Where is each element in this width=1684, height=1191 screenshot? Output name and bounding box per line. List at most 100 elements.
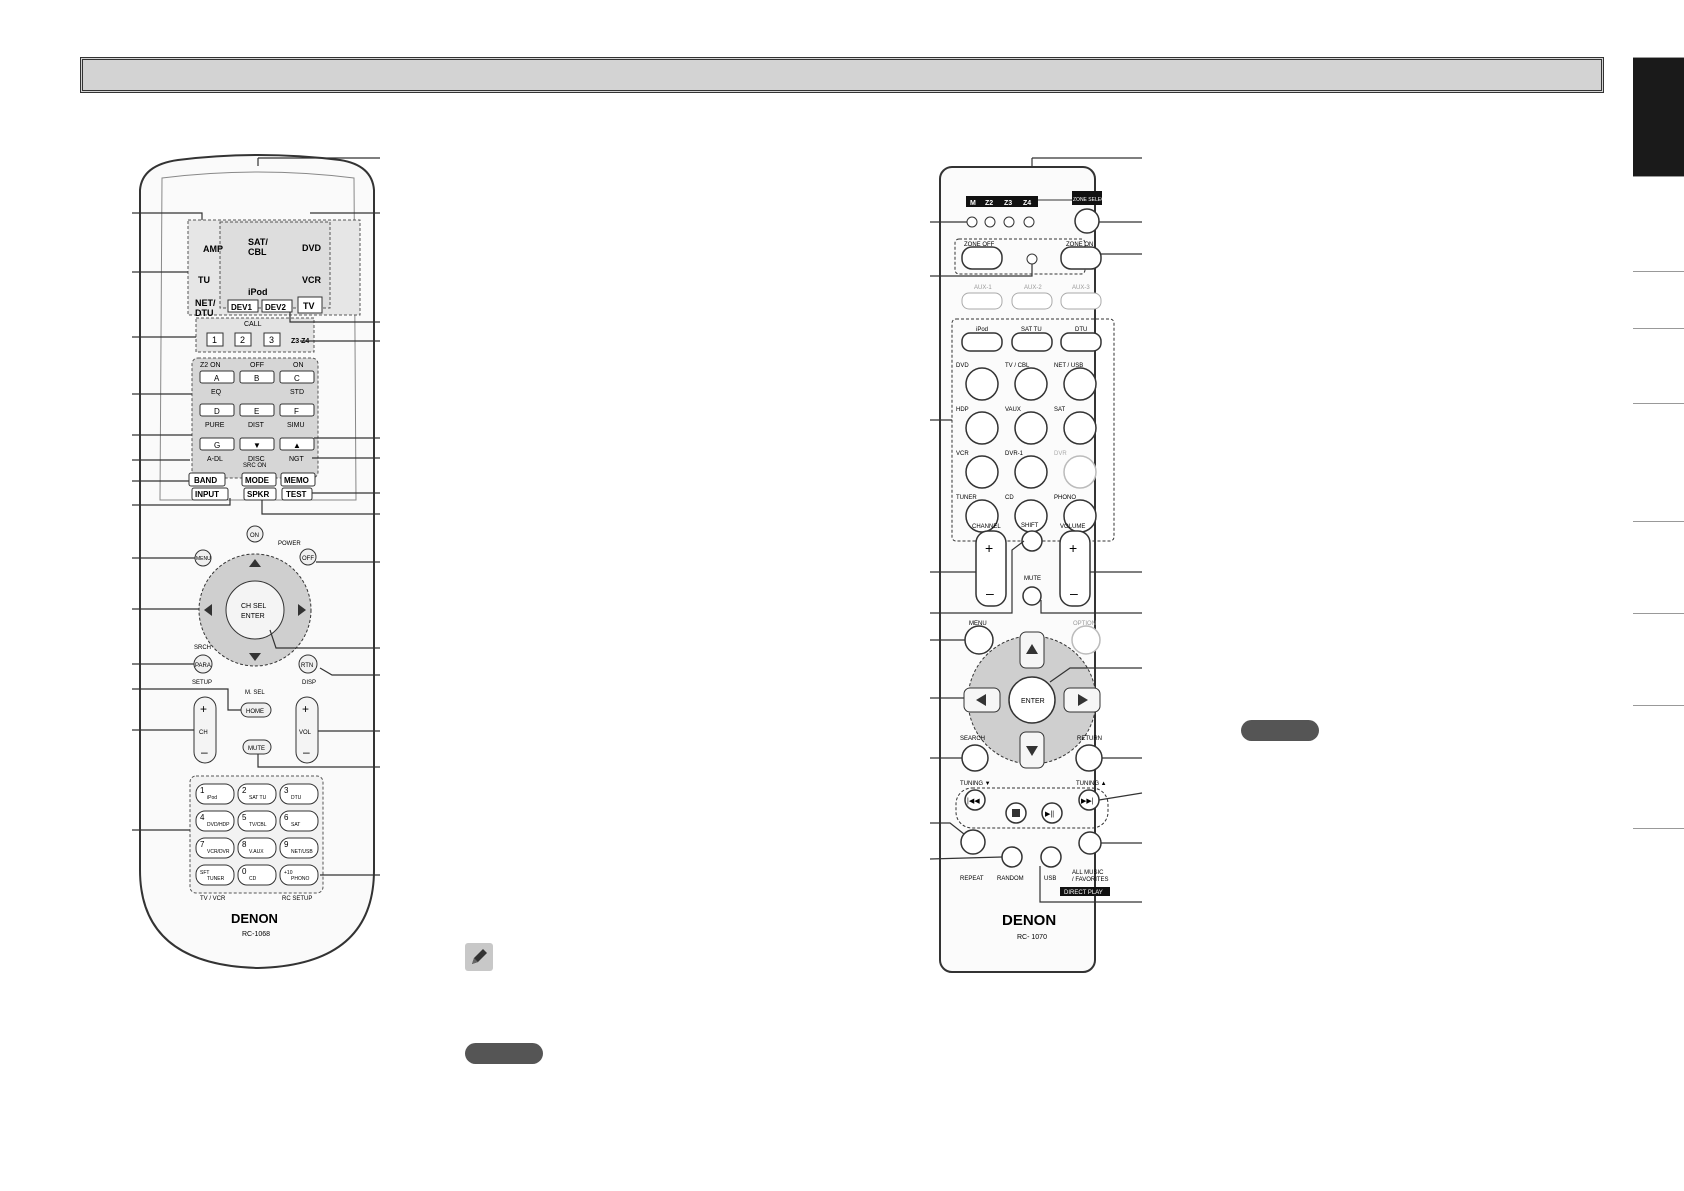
btn-zone-off[interactable]: ZONE OFF bbox=[964, 242, 995, 248]
dpad-right-icon[interactable] bbox=[1078, 694, 1088, 706]
vol-minus[interactable]: – bbox=[303, 745, 310, 759]
btn-random-circle[interactable] bbox=[1001, 846, 1023, 868]
channel-minus[interactable]: – bbox=[986, 585, 994, 601]
btn-mute[interactable]: MUTE bbox=[248, 746, 265, 752]
side-tab-6[interactable] bbox=[1633, 521, 1684, 613]
ch-plus[interactable]: + bbox=[200, 702, 207, 716]
src-dev1[interactable]: DEV1 bbox=[231, 303, 252, 312]
btn-power-off[interactable]: OFF bbox=[302, 556, 314, 562]
dpad-up-icon[interactable] bbox=[1026, 644, 1038, 654]
btn-menu[interactable]: MENU bbox=[196, 556, 211, 562]
btn-band[interactable]: BAND bbox=[194, 476, 217, 485]
btn-play-pause[interactable] bbox=[1041, 802, 1063, 824]
side-tab-8[interactable] bbox=[1633, 705, 1684, 828]
btn-aux2[interactable]: AUX-2 bbox=[1024, 285, 1042, 291]
btn-aux1[interactable]: AUX-1 bbox=[974, 285, 992, 291]
source-button[interactable] bbox=[1014, 367, 1048, 401]
channel-plus[interactable]: + bbox=[985, 540, 993, 556]
src-dvd[interactable]: DVD bbox=[302, 243, 322, 253]
dpad-left-icon[interactable] bbox=[976, 694, 986, 706]
side-tab-3[interactable] bbox=[1633, 271, 1684, 328]
side-tab-2[interactable] bbox=[1633, 176, 1684, 271]
btn-zone-on[interactable]: ZONE ON bbox=[1066, 242, 1093, 248]
btn-all-music-circle[interactable] bbox=[1078, 831, 1102, 855]
src-dtu[interactable]: DTU bbox=[195, 308, 214, 318]
dpad-down-icon[interactable] bbox=[249, 653, 261, 661]
num-button[interactable] bbox=[279, 837, 319, 859]
btn-usb-circle[interactable] bbox=[1040, 846, 1062, 868]
btn-up[interactable]: ▲ bbox=[293, 441, 301, 450]
btn-ipod[interactable]: iPod bbox=[976, 327, 988, 333]
call-3[interactable]: 3 bbox=[269, 335, 274, 345]
num-button[interactable] bbox=[237, 837, 277, 859]
btn-shift[interactable]: SHIFT bbox=[1021, 523, 1039, 529]
num-button[interactable] bbox=[237, 783, 277, 805]
source-button[interactable] bbox=[1063, 455, 1097, 489]
src-dev2[interactable]: DEV2 bbox=[265, 303, 286, 312]
btn-aux3[interactable]: AUX-3 bbox=[1072, 285, 1090, 291]
btn-a[interactable]: A bbox=[214, 374, 220, 383]
btn-f[interactable]: F bbox=[294, 407, 299, 416]
src-sat[interactable]: SAT/ bbox=[248, 237, 268, 247]
call-1[interactable]: 1 bbox=[212, 335, 217, 345]
source-button[interactable] bbox=[965, 455, 999, 489]
btn-down[interactable]: ▼ bbox=[253, 441, 261, 450]
src-cbl[interactable]: CBL bbox=[248, 247, 267, 257]
num-button[interactable] bbox=[279, 864, 319, 886]
dpad-up-icon[interactable] bbox=[249, 559, 261, 567]
dpad-left-icon[interactable] bbox=[204, 604, 212, 616]
side-tab-4[interactable] bbox=[1633, 328, 1684, 403]
btn-b[interactable]: B bbox=[254, 374, 259, 383]
btn-input[interactable]: INPUT bbox=[195, 490, 219, 499]
src-ipod[interactable]: iPod bbox=[248, 287, 268, 297]
btn-enter[interactable]: ENTER bbox=[1021, 698, 1045, 705]
side-tab-7[interactable] bbox=[1633, 613, 1684, 705]
src-tv[interactable]: TV bbox=[303, 301, 315, 311]
btn-home[interactable]: HOME bbox=[246, 709, 264, 715]
btn-skip-back[interactable] bbox=[964, 789, 986, 811]
source-button[interactable] bbox=[965, 367, 999, 401]
num-button[interactable] bbox=[195, 783, 235, 805]
btn-para[interactable]: PARA bbox=[195, 663, 211, 669]
btn-mute[interactable]: MUTE bbox=[1024, 576, 1041, 582]
dpad-down-icon[interactable] bbox=[1026, 746, 1038, 756]
volume-minus[interactable]: – bbox=[1070, 585, 1078, 601]
btn-repeat-circle[interactable] bbox=[960, 829, 986, 855]
btn-memo[interactable]: MEMO bbox=[284, 476, 309, 485]
source-button[interactable] bbox=[965, 411, 999, 445]
side-tab-5[interactable] bbox=[1633, 403, 1684, 521]
btn-c[interactable]: C bbox=[294, 374, 300, 383]
btn-option[interactable]: OPTION bbox=[1073, 621, 1096, 627]
btn-return[interactable]: RETURN bbox=[1077, 736, 1102, 742]
btn-menu[interactable]: MENU bbox=[969, 621, 987, 627]
btn-e[interactable]: E bbox=[254, 407, 259, 416]
source-button[interactable] bbox=[1014, 411, 1048, 445]
num-button[interactable] bbox=[279, 810, 319, 832]
num-button[interactable] bbox=[237, 864, 277, 886]
call-2[interactable]: 2 bbox=[240, 335, 245, 345]
btn-power-on[interactable]: ON bbox=[250, 533, 259, 539]
src-vcr[interactable]: VCR bbox=[302, 275, 322, 285]
num-button[interactable] bbox=[237, 810, 277, 832]
btn-d[interactable]: D bbox=[214, 407, 220, 416]
btn-spkr[interactable]: SPKR bbox=[247, 490, 269, 499]
ch-minus[interactable]: – bbox=[201, 745, 208, 759]
side-tab-active[interactable] bbox=[1633, 57, 1684, 176]
btn-g[interactable]: G bbox=[214, 441, 220, 450]
btn-search[interactable]: SEARCH bbox=[960, 736, 985, 742]
num-button[interactable] bbox=[195, 837, 235, 859]
src-amp[interactable]: AMP bbox=[203, 244, 223, 254]
source-button[interactable] bbox=[1063, 367, 1097, 401]
num-button[interactable] bbox=[195, 810, 235, 832]
source-button[interactable] bbox=[1063, 411, 1097, 445]
source-button[interactable] bbox=[1014, 455, 1048, 489]
src-tu[interactable]: TU bbox=[198, 275, 210, 285]
btn-dtu[interactable]: DTU bbox=[1075, 327, 1087, 333]
num-button[interactable] bbox=[279, 783, 319, 805]
vol-plus[interactable]: + bbox=[302, 702, 309, 716]
volume-plus[interactable]: + bbox=[1069, 540, 1077, 556]
num-button[interactable] bbox=[195, 864, 235, 886]
src-net[interactable]: NET/ bbox=[195, 298, 216, 308]
btn-enter[interactable]: ENTER bbox=[241, 613, 265, 620]
btn-zone-select[interactable] bbox=[1074, 208, 1100, 234]
